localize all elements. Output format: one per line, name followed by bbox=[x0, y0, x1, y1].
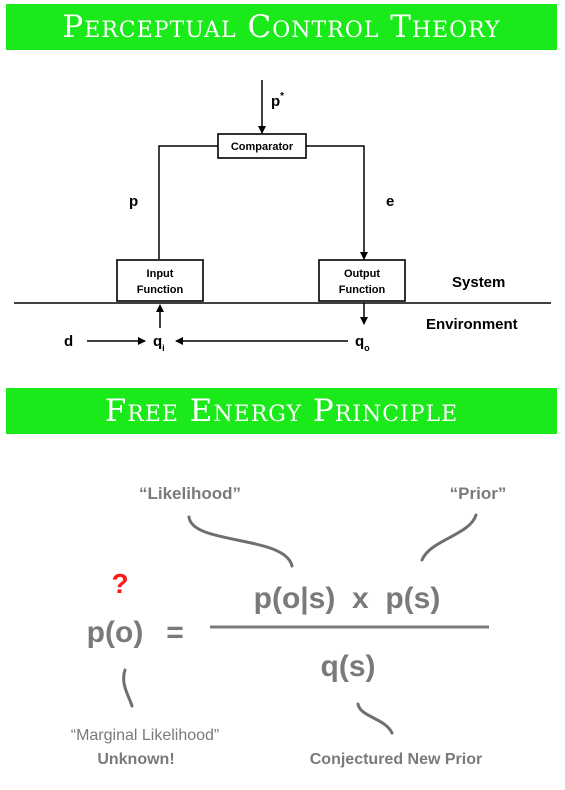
conjectured-new-prior-label: Conjectured New Prior bbox=[310, 751, 482, 768]
qi-label: qi bbox=[153, 333, 165, 353]
comparator-label: Comparator bbox=[231, 141, 294, 153]
conjectured-brace bbox=[356, 702, 394, 735]
unknown-label: Unknown! bbox=[97, 751, 174, 768]
denominator: q(s) bbox=[321, 650, 376, 683]
error-label: e bbox=[386, 193, 394, 210]
lhs-term: p(o) bbox=[87, 616, 144, 649]
input-function-box bbox=[116, 259, 204, 302]
likelihood-label: “Likelihood” bbox=[139, 484, 241, 503]
qo-label: qo bbox=[355, 333, 370, 353]
prior-label: “Prior” bbox=[450, 484, 507, 503]
equals-sign: = bbox=[166, 616, 184, 649]
output-function-label-1: Output bbox=[344, 268, 380, 280]
system-label: System bbox=[452, 274, 505, 291]
perception-label: p bbox=[129, 193, 138, 210]
output-function-label-2: Function bbox=[339, 284, 386, 296]
environment-label: Environment bbox=[426, 316, 518, 333]
reference-label: p* bbox=[271, 91, 284, 110]
marginal-likelihood-label: “Marginal Likelihood” bbox=[71, 727, 220, 744]
input-function-label-1: Input bbox=[147, 268, 174, 280]
prior-brace bbox=[420, 513, 478, 562]
output-function-box bbox=[318, 259, 406, 302]
likelihood-brace bbox=[187, 515, 294, 568]
numerator: p(o|s) x p(s) bbox=[254, 582, 441, 615]
pct-title-banner: Perceptual Control Theory bbox=[6, 4, 557, 50]
fep-title: Free Energy Principle bbox=[104, 393, 459, 429]
question-mark-icon: ? bbox=[111, 568, 128, 599]
fep-title-banner: Free Energy Principle bbox=[6, 388, 557, 434]
error-line bbox=[306, 145, 368, 260]
disturbance-label: d bbox=[64, 333, 73, 350]
pct-diagram: p* Comparator p e Input Function Output … bbox=[14, 80, 551, 353]
perception-line bbox=[158, 145, 218, 259]
input-function-label-2: Function bbox=[137, 284, 184, 296]
pct-title: Perceptual Control Theory bbox=[62, 9, 501, 45]
fep-formula: “Likelihood” “Prior” ? p(o) = p(o|s) x p… bbox=[71, 484, 507, 768]
marginal-brace bbox=[122, 668, 134, 708]
